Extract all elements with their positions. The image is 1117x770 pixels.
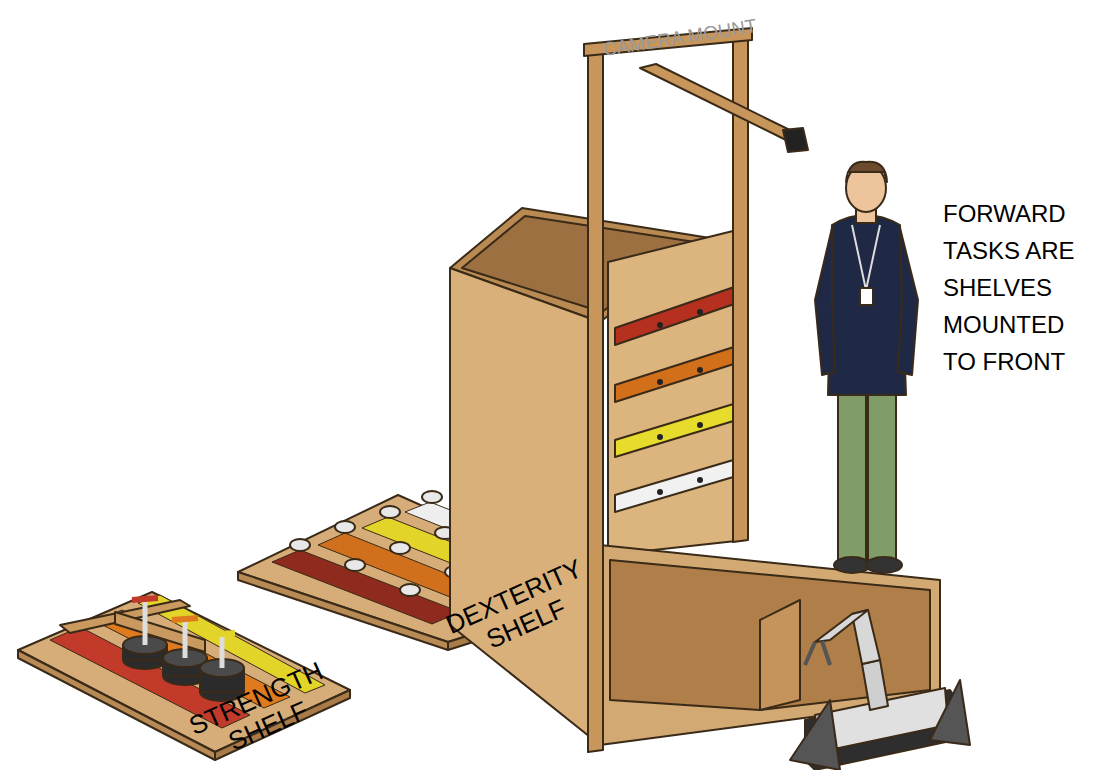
- task-bars: [615, 285, 740, 512]
- robot: [790, 610, 970, 770]
- cabinet: [450, 208, 940, 745]
- person: [815, 162, 918, 573]
- note-text: FORWARD TASKS ARE SHELVES MOUNTED TO FRO…: [943, 195, 1093, 380]
- camera-label: CAMERA MOUNT: [550, 7, 810, 69]
- camera-mount: [584, 28, 808, 752]
